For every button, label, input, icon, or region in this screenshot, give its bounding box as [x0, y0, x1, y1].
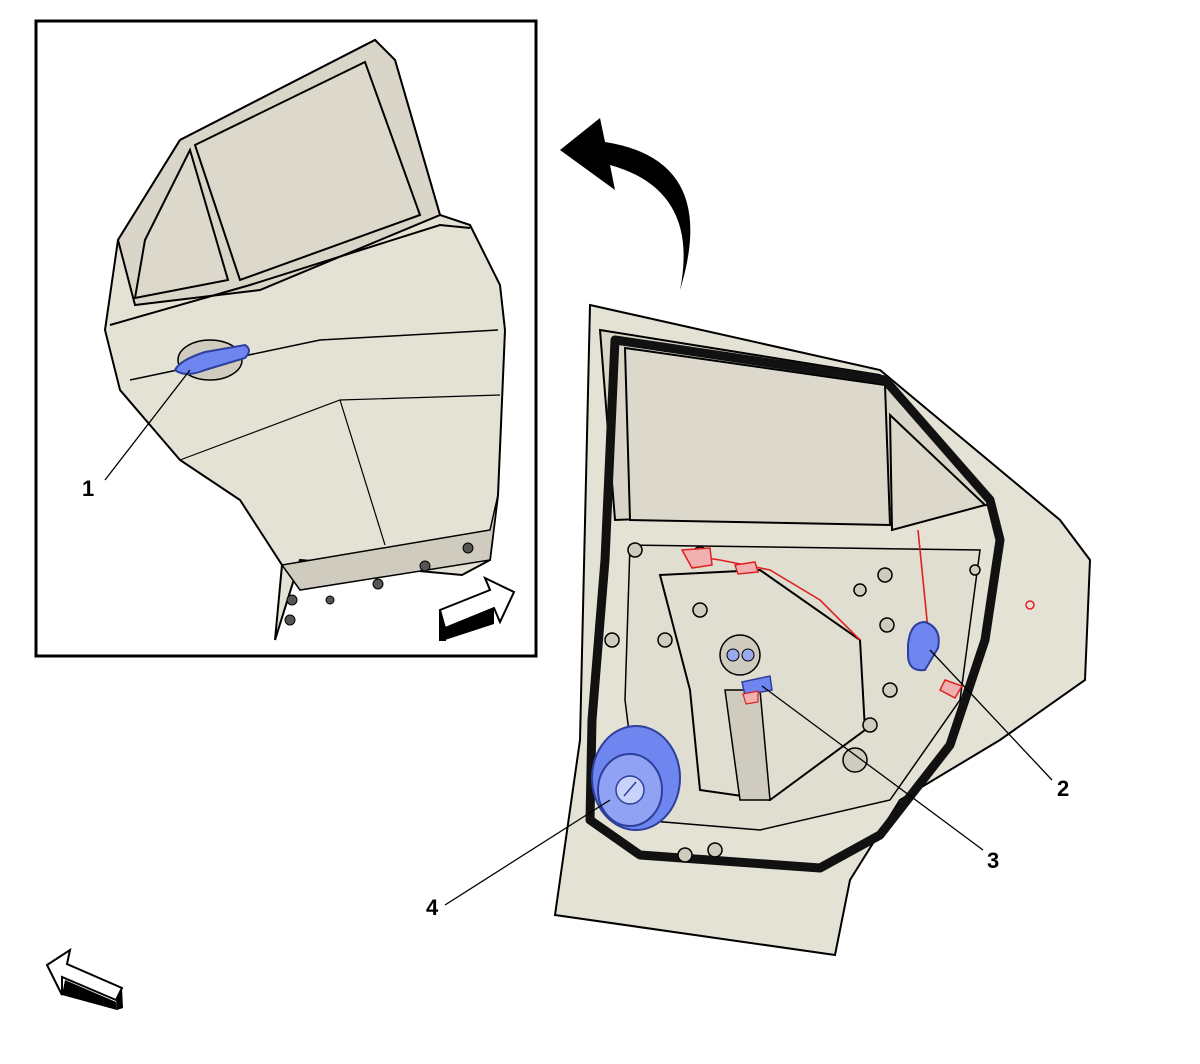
door-speaker: [591, 725, 681, 831]
leader-line-2: [929, 649, 1053, 781]
inset-view: 1: [34, 19, 538, 658]
inside-handle-bracket: [680, 547, 713, 569]
door-lock-latch: [907, 620, 940, 672]
inset-window-glass-rear: [133, 147, 230, 300]
callout-2: 2: [1057, 776, 1069, 801]
inset-body-crease: [339, 399, 386, 546]
exterior-door-handle: [173, 339, 250, 381]
main-view-direction-arrow: [45, 947, 124, 1010]
rotation-arrow: [560, 118, 691, 290]
window-regulator-motor: [719, 634, 761, 676]
main-mounting-holes: [604, 542, 981, 863]
main-weatherstrip-seal: [585, 335, 1005, 873]
main-rear-glass: [888, 412, 987, 532]
main-regulator-cutout: [658, 568, 867, 802]
inset-lower-flange: [280, 494, 499, 591]
callout-3: 3: [987, 848, 999, 873]
callout-1: 1: [82, 476, 94, 501]
leader-line-4: [444, 799, 611, 906]
inset-belt-line: [109, 223, 471, 326]
main-view: 2 3 4: [426, 303, 1092, 957]
leader-line-1: [104, 369, 191, 481]
window-regulator-clip: [741, 675, 773, 705]
inset-window-glass-front: [193, 60, 422, 282]
leader-line-3: [761, 685, 984, 851]
red-latch-bracket: [939, 679, 964, 700]
red-clip-upper: [734, 561, 759, 575]
main-window-glass: [623, 346, 892, 527]
red-fastener: [1025, 600, 1035, 610]
callout-4: 4: [426, 895, 439, 920]
inset-flange-holes: [284, 542, 474, 626]
inset-view-direction-arrow: [438, 575, 516, 641]
